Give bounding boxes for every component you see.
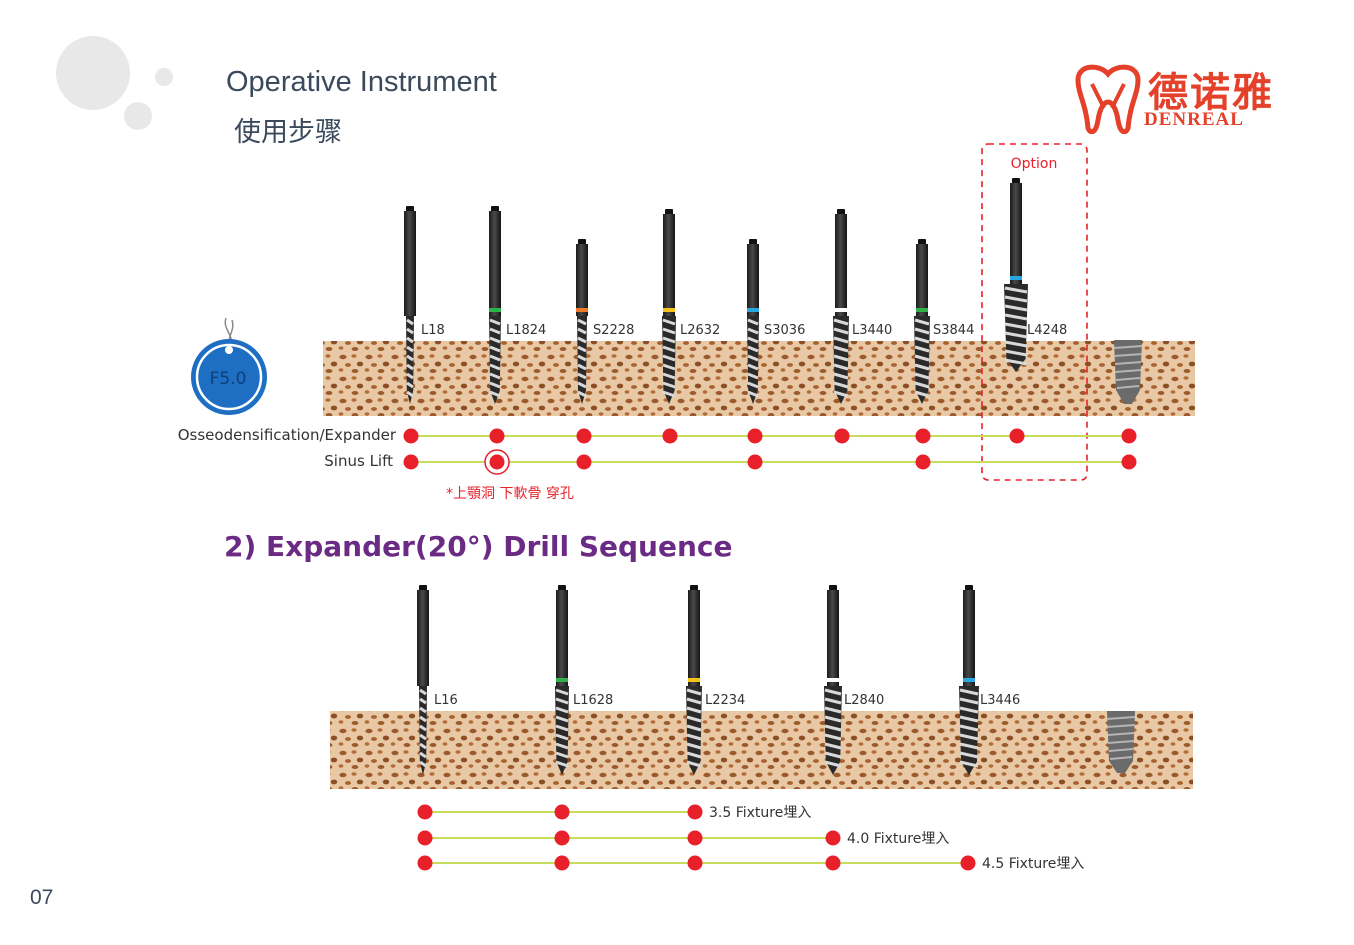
sequence-dot [489,454,505,470]
sequence-dot [417,804,433,820]
drill-l3446: L3446 [959,585,1020,775]
drill-label: S3036 [764,323,805,338]
drill-label: S3844 [933,323,974,338]
implant-fixture-1 [1113,340,1143,404]
implant-fixture-2 [1106,711,1136,773]
sequence-dot [554,855,570,871]
sequence-dot [403,428,419,444]
drill-label: L3440 [852,323,892,338]
sequence-dot [576,454,592,470]
drill-l1824: L1824 [489,206,546,404]
sequence-dot [747,454,763,470]
sequence-dot [1121,454,1137,470]
decorative-circle-medium [124,102,152,130]
drill-l3440: L3440 [833,209,892,404]
drill-s2228: S2228 [576,239,634,404]
sequence-dot [687,804,703,820]
sequence-dot [403,454,419,470]
row-label-osseodensification: Osseodensification/Expander [178,426,397,444]
drill-label: L1824 [506,323,546,338]
drill-s3036: S3036 [747,239,805,404]
decorative-circle-small [155,68,173,86]
fixture-label: 3.5 Fixture埋入 [709,805,811,821]
decorative-circle-large [56,36,130,110]
sequence-dot [489,428,505,444]
sequence-dot [747,428,763,444]
drill-label: L2632 [680,323,720,338]
sequence-dot [915,454,931,470]
page-number: 07 [30,886,54,909]
drill-l2632: L2632 [662,209,720,404]
sequence-dot [834,428,850,444]
badge-label: F5.0 [210,369,247,389]
f50-badge: F5.0 [191,317,267,415]
sequence-dot [915,428,931,444]
sequence-dot [687,855,703,871]
drill-label: L2234 [705,693,745,708]
row-label-sinus-lift: Sinus Lift [324,452,393,470]
sequence-dot [825,830,841,846]
sequence-dot [1121,428,1137,444]
drill-l2234: L2234 [686,585,745,775]
section-title-expander: 2) Expander(20°) Drill Sequence [224,530,733,563]
drill-l1628: L1628 [555,585,613,775]
fixture-label: 4.5 Fixture埋入 [982,856,1084,872]
sequence-dot [687,830,703,846]
drill-s3844: S3844 [914,239,974,404]
drill-l18: L18 [404,206,445,404]
bone-block-1 [323,341,1195,416]
sequence-dot [576,428,592,444]
page-subtitle: 使用步骤 [234,117,342,148]
drill-label: L16 [434,693,458,708]
drill-label: L3446 [980,693,1020,708]
brand-name-cn: 德诺雅 [1148,69,1274,116]
sequence-dot [554,804,570,820]
bone-block-2 [330,711,1193,789]
sequence-dot [554,830,570,846]
sequence-dot [417,830,433,846]
sinus-note: *上顎洞 下軟骨 穿孔 [446,486,574,502]
fixture-label: 4.0 Fixture埋入 [847,831,949,847]
drill-label: L18 [421,323,445,338]
sequence-dot [825,855,841,871]
brand-logo: 德诺雅 DENREAL [1070,60,1300,135]
sequence-dot [417,855,433,871]
drill-label: L4248 [1027,323,1067,338]
sequence-dot [960,855,976,871]
brand-name-en: DENREAL [1144,109,1244,130]
drill-l4248: L4248 [1004,178,1067,372]
drill-label: L1628 [573,693,613,708]
drill-l16: L16 [417,585,458,775]
tooth-logo-icon [1075,64,1141,134]
option-label: Option [1011,156,1058,172]
drill-l2840: L2840 [824,585,884,775]
drill-label: S2228 [593,323,634,338]
sequence-dot [662,428,678,444]
sequence-dot [1009,428,1025,444]
page-title: Operative Instrument [226,66,497,98]
drill-label: L2840 [844,693,884,708]
option-box [981,143,1088,481]
